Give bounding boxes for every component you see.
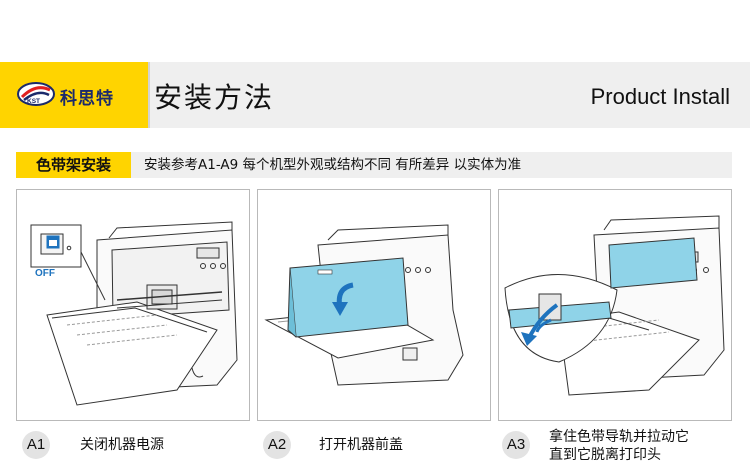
- page-title-english: Product Install: [590, 84, 730, 109]
- header-bar: KST 科思特 安装方法 Product Install: [0, 62, 750, 128]
- logo-mark-text: KST: [27, 98, 40, 105]
- kst-logo-icon: KST: [17, 82, 55, 106]
- brand-logo: KST 科思特: [0, 62, 148, 128]
- section-label: 色带架安装: [16, 152, 131, 178]
- step-a1-caption: 关闭机器电源: [80, 437, 164, 453]
- step-a1-illustration: OFF: [16, 189, 250, 421]
- step-a1-badge: A1: [22, 431, 50, 459]
- brand-name: 科思特: [60, 89, 114, 109]
- step-a3-caption-line2: 直到它脱离打印头: [549, 447, 661, 463]
- step-a2-caption: 打开机器前盖: [319, 437, 403, 453]
- section-bar: 色带架安装 安装参考A1-A9 每个机型外观或结构不同 有所差异 以实体为准: [16, 152, 732, 178]
- step-a3-badge: A3: [502, 431, 530, 459]
- step-a3-caption-line1: 拿住色带导轨并拉动它: [549, 429, 689, 445]
- page-title: 安装方法: [154, 81, 275, 114]
- printer-closed-icon: OFF: [30, 221, 238, 406]
- step-a2-illustration: [257, 189, 491, 421]
- step-a3-illustration: [498, 189, 732, 421]
- header-divider: [148, 62, 150, 128]
- printer-open-cover-icon: [264, 224, 464, 386]
- off-label: OFF: [35, 268, 55, 279]
- arrow-head-icon: [521, 332, 537, 346]
- step-a2-badge: A2: [263, 431, 291, 459]
- section-description: 安装参考A1-A9 每个机型外观或结构不同 有所差异 以实体为准: [144, 157, 522, 173]
- arrow-head-icon: [332, 302, 348, 316]
- ribbon-guide-removal-icon: [504, 215, 725, 396]
